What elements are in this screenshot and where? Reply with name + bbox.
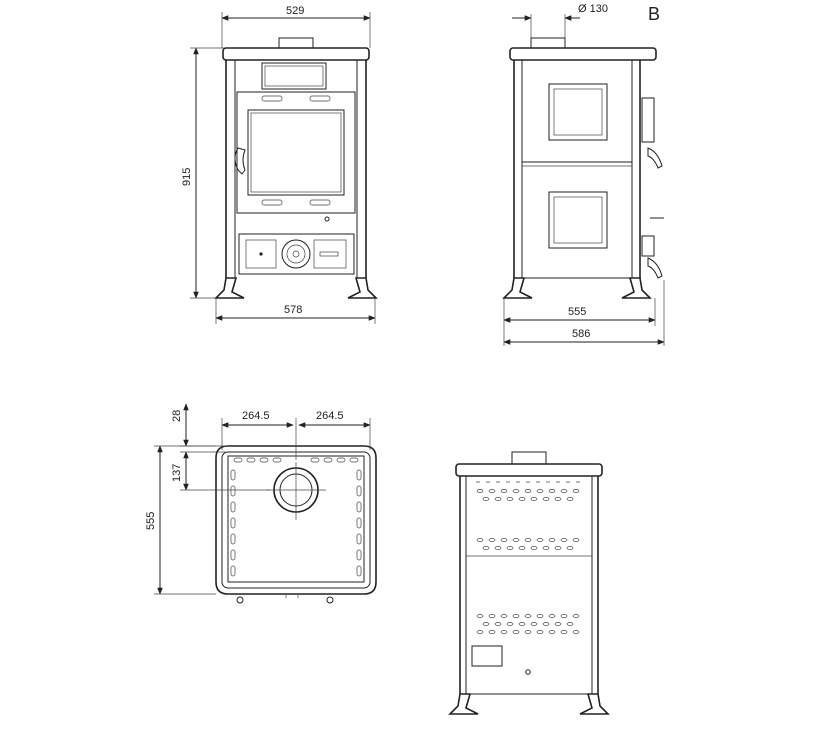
dim-flue-diameter: Ø 130: [578, 3, 608, 15]
dim-top-half-right: 264.5: [316, 410, 344, 422]
vent-holes-lower: [476, 614, 580, 634]
dim-top-rear-offset: 28: [171, 410, 183, 422]
dim-side-depth-body: 555: [568, 306, 586, 318]
dim-front-width-top: 529: [286, 5, 304, 17]
vent-holes-upper: [476, 481, 580, 501]
top-dimensions: 264.5 264.5 28 137 555: [145, 403, 371, 595]
dim-top-flue-offset: 137: [171, 464, 183, 482]
side-view: [502, 37, 664, 299]
side-dimensions: Ø 130 555 586: [503, 3, 665, 346]
sheet-label: B: [648, 4, 660, 24]
dim-side-depth-total: 586: [572, 328, 590, 340]
top-view: [215, 445, 377, 604]
rear-view: [448, 451, 610, 715]
vent-holes-middle: [466, 538, 592, 557]
front-view: [214, 37, 378, 299]
dim-front-height: 915: [181, 168, 193, 186]
dim-front-width-base: 578: [284, 304, 302, 316]
dim-top-depth: 555: [145, 512, 157, 530]
dim-top-half-left: 264.5: [242, 410, 270, 422]
front-dimensions: 529 915 578: [181, 5, 376, 324]
